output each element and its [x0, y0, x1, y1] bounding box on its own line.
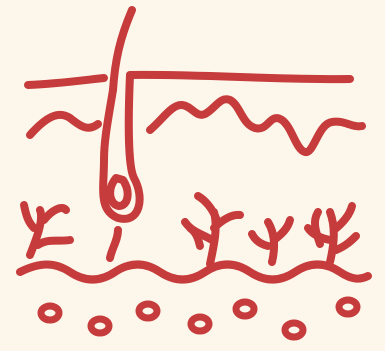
fat-cell-4	[191, 317, 209, 331]
vessel-tree3-branch-d	[315, 212, 320, 244]
vessel-tree2-branch-a	[274, 220, 290, 240]
dermis-wave-right	[150, 99, 362, 152]
dermis-wave-left	[30, 115, 98, 135]
vessel-left-branch-c	[24, 205, 34, 228]
hair-bulb	[110, 178, 128, 206]
fat-cell-7	[339, 300, 357, 314]
vessel-left-branch-a	[44, 208, 66, 220]
fat-cell-1	[41, 306, 59, 320]
fat-cell-5	[236, 302, 254, 316]
fat-cell-6	[285, 323, 303, 337]
subcutaneous-wave	[20, 265, 368, 280]
vessel-tree2-branch-b	[252, 234, 268, 246]
vessel-tree3-branch-a	[334, 206, 352, 230]
epidermis-line-left	[28, 78, 104, 85]
vessel-left-branch-b	[38, 240, 70, 245]
vessel-tree3-branch-c	[336, 236, 356, 250]
fat-cell-2	[91, 319, 109, 333]
epidermis-line-right	[130, 75, 350, 79]
fat-cell-3	[139, 304, 157, 318]
vessel-mid-stub	[110, 230, 118, 258]
vessel-tree1-branch-c	[198, 196, 216, 218]
